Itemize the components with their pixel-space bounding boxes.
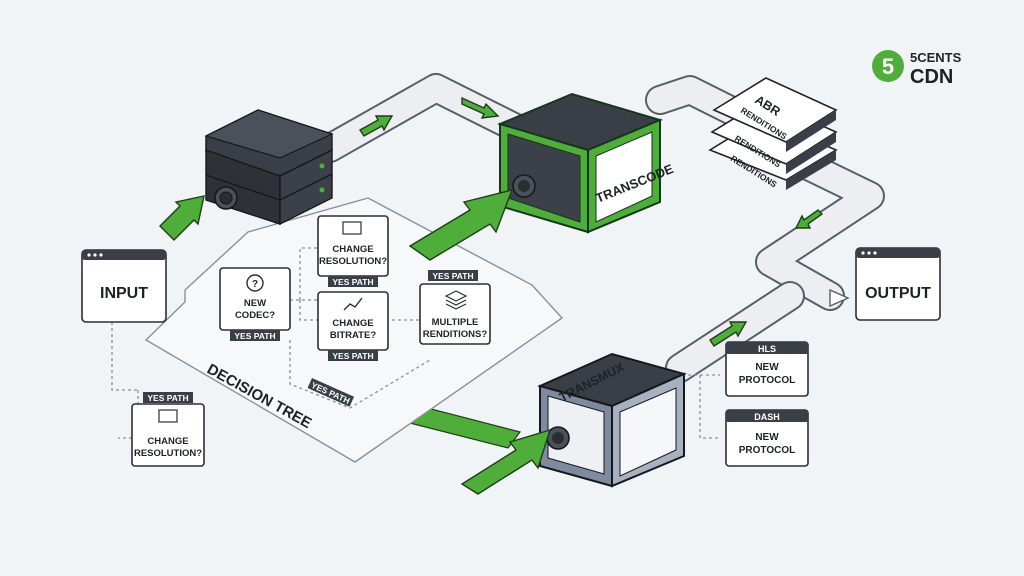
input-node: INPUT (81, 249, 167, 323)
yes-path-tag-outside: YES PATH (147, 393, 188, 403)
question-new-codec: ? NEW CODEC? YES PATH (219, 267, 291, 341)
chart-trend-icon (343, 297, 363, 311)
protocol-hls-tag: HLS (758, 344, 776, 354)
protocol-dash-line2: PROTOCOL (739, 445, 795, 456)
transcode-node: TRANSCODE (497, 92, 676, 234)
arrow-into-server-icon (159, 195, 205, 241)
protocol-hls: HLS NEW PROTOCOL (725, 341, 809, 397)
layers-icon (444, 290, 468, 310)
yes-path-tag-renditions: YES PATH (432, 271, 473, 281)
protocol-dash: DASH NEW PROTOCOL (725, 409, 809, 467)
question-change-bitrate: CHANGE BITRATE? YES PATH (317, 291, 389, 361)
input-label: INPUT (100, 285, 148, 302)
question-outside-line1: CHANGE (147, 436, 188, 447)
question-outside-line2: RESOLUTION? (134, 448, 202, 459)
question-outside-change-resolution: YES PATH CHANGE RESOLUTION? (131, 392, 205, 467)
arrow-pipe-right-icon (461, 96, 500, 119)
arrow-into-transcode-icon (408, 188, 514, 261)
question-change-resolution: CHANGE RESOLUTION? YES PATH (317, 215, 389, 287)
output-label: OUTPUT (865, 285, 931, 302)
logo-line2: CDN (910, 66, 953, 88)
monitor-icon (342, 221, 362, 235)
server-stack (204, 109, 334, 226)
protocol-dash-tag: DASH (754, 412, 780, 422)
brand-logo: 5 5CENTS CDN (872, 50, 962, 88)
question-multiple-renditions-line2: RENDITIONS? (423, 329, 488, 340)
question-change-resolution-line1: CHANGE (332, 244, 373, 255)
abr-renditions-stack: ABR RENDITIONS RENDITIONS RENDITIONS (708, 77, 838, 190)
monitor-icon-outside (158, 409, 178, 423)
question-new-codec-line1: NEW (244, 298, 266, 309)
question-new-codec-line2: CODEC? (235, 310, 275, 321)
question-change-resolution-line2: RESOLUTION? (319, 256, 387, 267)
yes-path-tag-resolution: YES PATH (332, 277, 373, 287)
flow-arrows (159, 96, 824, 495)
question-multiple-renditions-line1: MULTIPLE (432, 317, 479, 328)
output-node: OUTPUT (829, 247, 941, 321)
arrow-into-transmux-icon (460, 428, 552, 495)
protocol-hls-line2: PROTOCOL (739, 375, 795, 386)
transmux-node: TRANSMUX (537, 352, 687, 488)
yes-path-tag-codec: YES PATH (234, 331, 275, 341)
logo-line1: 5CENTS (910, 50, 962, 65)
arrow-pipe-down-icon (794, 209, 824, 229)
logo-badge-icon (872, 50, 904, 82)
question-multiple-renditions: YES PATH MULTIPLE RENDITIONS? (419, 270, 491, 345)
yes-path-tag-bitrate: YES PATH (332, 351, 373, 361)
logo-number: 5 (882, 54, 894, 79)
protocol-hls-line1: NEW (755, 362, 779, 373)
question-mark-icon (246, 274, 264, 292)
question-change-bitrate-line2: BITRATE? (330, 330, 376, 341)
question-change-bitrate-line1: CHANGE (332, 318, 373, 329)
arrow-pipe-up-icon (358, 115, 394, 137)
arrow-pipe-upright-icon (709, 321, 748, 347)
protocol-dash-line1: NEW (755, 432, 779, 443)
svg-text:?: ? (252, 279, 258, 290)
arrow-into-output-icon (829, 288, 850, 308)
